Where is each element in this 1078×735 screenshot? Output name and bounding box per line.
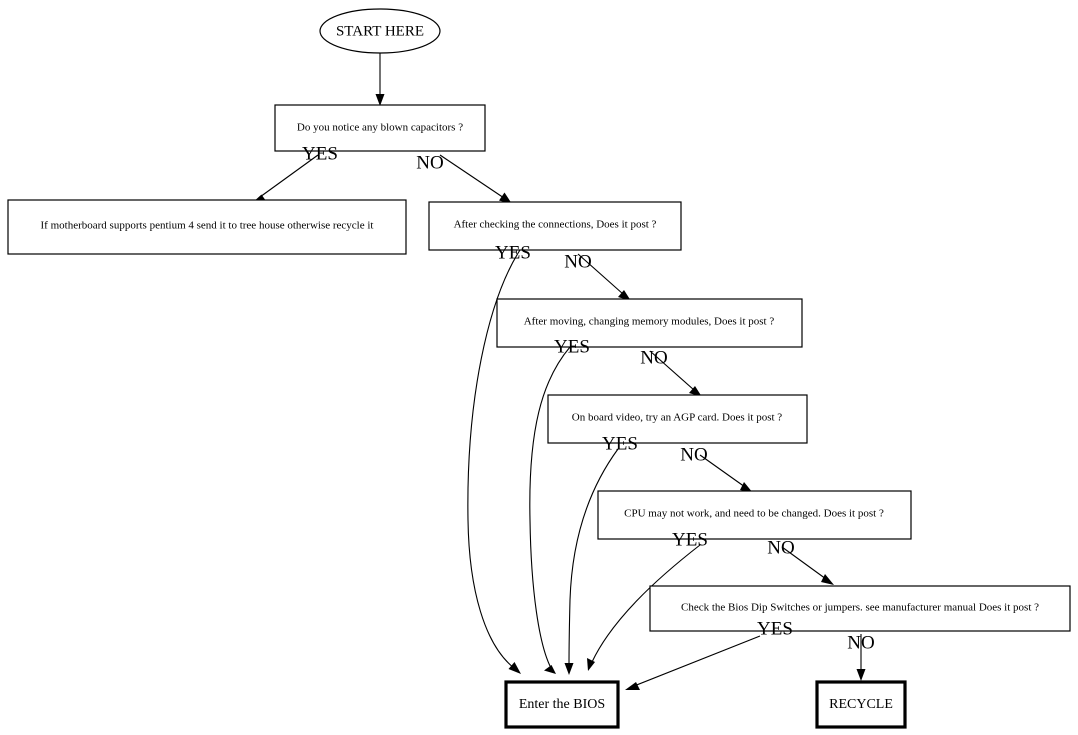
edge-label-connections-yes: YES [495, 242, 531, 263]
node-blown-capacitors[interactable]: Do you notice any blown capacitors ? [274, 104, 486, 152]
edge-memory-no [649, 350, 702, 397]
edge-label-capacitors-yes: YES [302, 143, 338, 164]
edge-label-video-yes: YES [602, 433, 638, 454]
node-pentium4-treehouse[interactable]: If motherboard supports pentium 4 send i… [7, 199, 407, 255]
edge-memory-yes [529, 346, 571, 674]
edge-label-memory-yes: YES [554, 336, 590, 357]
node-recycle[interactable]: RECYCLE [815, 680, 907, 729]
edge-label-bios-switches-yes: YES [757, 618, 793, 639]
node-agp-video-label: On board video, try an AGP card. Does it… [572, 412, 783, 424]
edge-connections-yes [467, 249, 521, 674]
node-check-connections-label: After checking the connections, Does it … [454, 219, 657, 231]
node-bios-dip-switches[interactable]: Check the Bios Dip Switches or jumpers. … [649, 585, 1071, 632]
node-blown-capacitors-label: Do you notice any blown capacitors ? [297, 122, 463, 134]
edge-video-yes [564, 448, 619, 675]
edge-cpu-yes [587, 544, 701, 671]
node-recycle-label: RECYCLE [829, 697, 893, 712]
edge-label-cpu-no: NO [767, 537, 794, 558]
edge-connections-no [577, 253, 631, 301]
node-cpu-replace-label: CPU may not work, and need to be changed… [624, 508, 884, 520]
node-memory-modules[interactable]: After moving, changing memory modules, D… [496, 298, 803, 348]
edge-bios-switches-no [856, 634, 866, 681]
node-bios-dip-switches-label: Check the Bios Dip Switches or jumpers. … [681, 602, 1039, 614]
edge-label-cpu-yes: YES [672, 529, 708, 550]
edge-bios-switches-yes [625, 635, 761, 690]
edge-label-memory-no: NO [640, 347, 667, 368]
edge-cpu-no [781, 546, 834, 585]
edge-label-capacitors-no: NO [416, 152, 443, 173]
node-agp-video[interactable]: On board video, try an AGP card. Does it… [547, 394, 808, 444]
edge-video-no [699, 454, 753, 493]
node-start-here-label: START HERE [336, 23, 424, 39]
edge-start-to-capacitors [375, 52, 385, 106]
edge-capacitors-no [439, 154, 512, 204]
edge-label-bios-switches-no: NO [847, 632, 874, 653]
node-cpu-replace[interactable]: CPU may not work, and need to be changed… [597, 490, 912, 540]
node-start-here[interactable]: START HERE [319, 8, 441, 54]
node-enter-the-bios[interactable]: Enter the BIOS [504, 680, 620, 729]
edge-label-video-no: NO [680, 444, 707, 465]
node-pentium4-treehouse-label: If motherboard supports pentium 4 send i… [41, 220, 374, 232]
edge-label-connections-no: NO [564, 251, 591, 272]
node-enter-the-bios-label: Enter the BIOS [519, 697, 605, 712]
node-check-connections[interactable]: After checking the connections, Does it … [428, 201, 682, 251]
node-memory-modules-label: After moving, changing memory modules, D… [524, 316, 775, 328]
